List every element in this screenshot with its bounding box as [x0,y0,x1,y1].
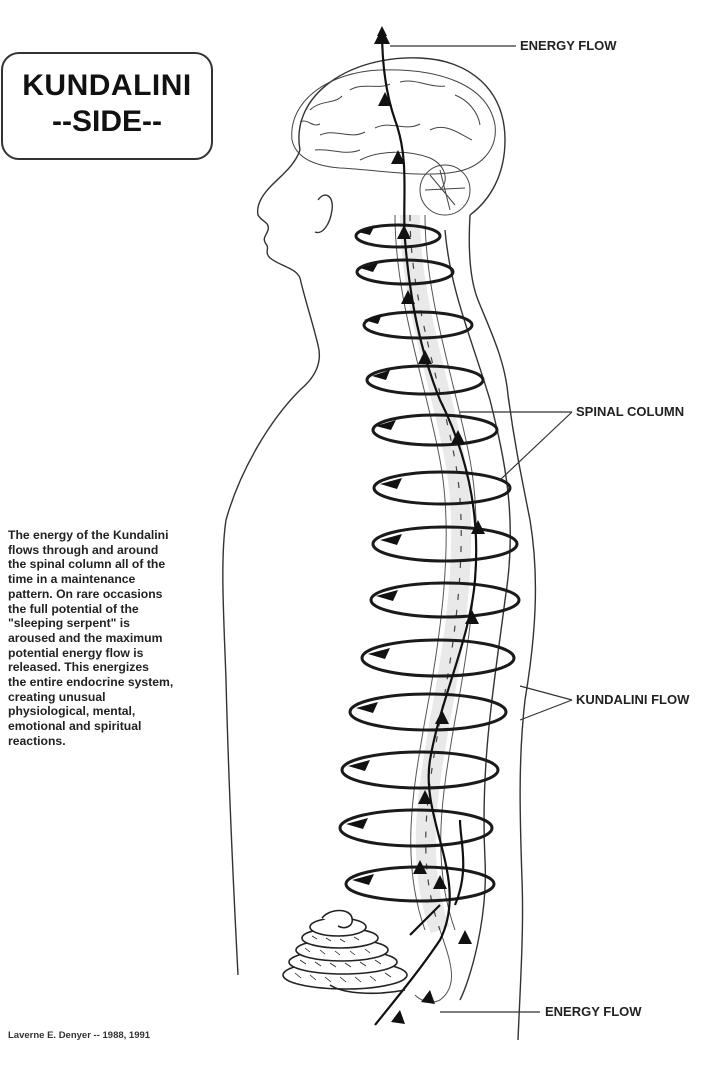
description-line: emotional and spiritual [8,719,142,734]
title-box: KUNDALINI --SIDE-- [1,52,213,160]
ring-arrowheads [346,227,402,885]
credit-text: Laverne E. Denyer -- 1988, 1991 [8,1030,151,1041]
coiled-serpent [282,909,408,995]
description-line: pattern. On rare occasions [8,586,163,601]
title-line-1: KUNDALINI [22,69,192,102]
description-line: creating unusual [8,689,106,704]
brain [291,69,496,216]
description-line: reactions. [8,733,66,748]
title-line-2: --SIDE-- [52,105,162,138]
description-line: the full potential of the [8,601,139,616]
description-line: the entire endocrine system, [8,675,174,690]
description-line: aroused and the maximum [8,630,163,645]
body-outline [222,57,537,1041]
kundalini-flow-label: KUNDALINI FLOW [576,692,690,707]
description-line: The energy of the Kundalini [8,528,169,542]
energy-flow-arrowheads [374,28,485,1024]
description-line: released. This energizes [8,660,149,675]
energy-flow-bottom-label: ENERGY FLOW [545,1004,642,1019]
description-line: flows through and around [8,542,159,557]
description-line: "sleeping serpent" is [8,616,130,631]
callout-lines [390,45,573,1013]
description-line: physiological, mental, [8,704,136,719]
energy-flow-top-label: ENERGY FLOW [520,38,617,53]
description-line: time in a maintenance [8,572,136,587]
description-text: The energy of the Kundalini flows throug… [8,528,230,749]
description-line: potential energy flow is [8,645,144,660]
spinal-column-label: SPINAL COLUMN [576,404,685,419]
description-line: the spinal column all of the [8,557,166,572]
